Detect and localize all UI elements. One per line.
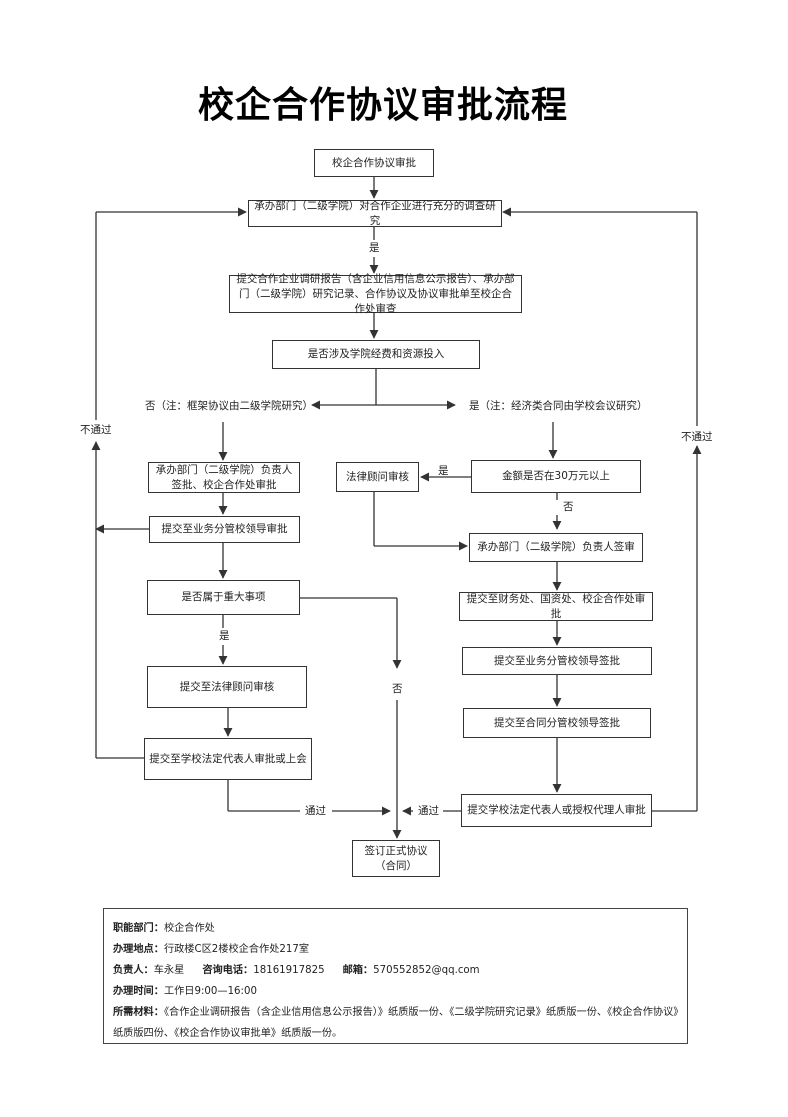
person-label: 负责人： xyxy=(113,965,154,976)
legal-review-left-node: 提交至法律顾问审核 xyxy=(147,666,307,708)
no-left-label: 否（注：框架协议由二级学院研究） xyxy=(145,400,313,412)
yes-major-label: 是 xyxy=(219,630,230,642)
location-value: 行政楼C区2楼校企合作处217室 xyxy=(163,944,310,955)
legal-rep-left-node: 提交至学校法定代表人审批或上会 xyxy=(144,738,312,780)
hours-label: 办理时间： xyxy=(113,986,164,997)
funding-decision-node: 是否涉及学院经费和资源投入 xyxy=(272,340,480,369)
phone-label: 咨询电话： xyxy=(202,965,254,976)
materials-line-2: 纸质版四份、《校企合作协议审批单》纸质版一份。 xyxy=(113,1028,343,1039)
contract-leader-node: 提交至合同分管校领导签批 xyxy=(463,708,651,738)
sign-contract-node: 签订正式协议 （合同） xyxy=(352,840,440,877)
yes-amount-label: 是 xyxy=(438,465,449,477)
email-value: 570552852@qq.com xyxy=(373,965,480,976)
yes-label: 是 xyxy=(369,242,380,254)
submit-report-node: 提交合作企业调研报告（含企业信用信息公示报告）、承办部门（二级学院）研究记录、合… xyxy=(229,273,522,315)
legal-counsel-node: 法律顾问审核 xyxy=(336,462,419,492)
legal-rep-right-node: 提交学校法定代表人或授权代理人审批 xyxy=(461,794,652,827)
person-value: 车永星 xyxy=(153,965,185,976)
right-business-leader-node: 提交至业务分管校领导签批 xyxy=(462,647,652,675)
location-label: 办理地点： xyxy=(113,944,164,955)
pass-left-label: 通过 xyxy=(305,805,326,817)
amount-decision-node: 金额是否在30万元以上 xyxy=(471,460,641,493)
no-amount-label: 否 xyxy=(563,501,574,513)
fail-right-label: 不通过 xyxy=(681,431,713,443)
info-panel: 职能部门：校企合作处 办理地点：行政楼C区2楼校企合作处217室 负责人：车永星… xyxy=(103,908,688,1044)
dept-label: 职能部门： xyxy=(113,923,164,934)
left-business-leader-node: 提交至业务分管校领导审批 xyxy=(149,516,300,543)
fail-left-label: 不通过 xyxy=(80,424,112,436)
email-label: 邮箱： xyxy=(342,965,374,976)
no-major-label: 否 xyxy=(392,683,403,695)
right-sign-node: 承办部门（二级学院）负责人签审 xyxy=(469,533,643,562)
research-node: 承办部门（二级学院）对合作企业进行充分的调查研究 xyxy=(248,200,502,227)
left-sign-node: 承办部门（二级学院）负责人签批、校企合作处审批 xyxy=(148,462,300,493)
start-node: 校企合作协议审批 xyxy=(314,149,434,177)
page-title: 校企合作协议审批流程 xyxy=(197,85,568,126)
phone-value: 18161917825 xyxy=(253,965,325,976)
dept-value: 校企合作处 xyxy=(163,923,215,934)
yes-right-label: 是（注：经济类合同由学校会议研究） xyxy=(469,400,648,412)
materials-line-1: 《合作企业调研报告（含企业信用信息公示报告）》纸质版一份、《二级学院研究记录》纸… xyxy=(163,1007,684,1018)
pass-right-label: 通过 xyxy=(418,805,439,817)
materials-label: 所需材料： xyxy=(113,1007,164,1018)
major-matter-decision-node: 是否属于重大事项 xyxy=(147,580,300,615)
finance-approval-node: 提交至财务处、国资处、校企合作处审批 xyxy=(459,592,653,621)
hours-value: 工作日9:00—16:00 xyxy=(163,986,257,997)
